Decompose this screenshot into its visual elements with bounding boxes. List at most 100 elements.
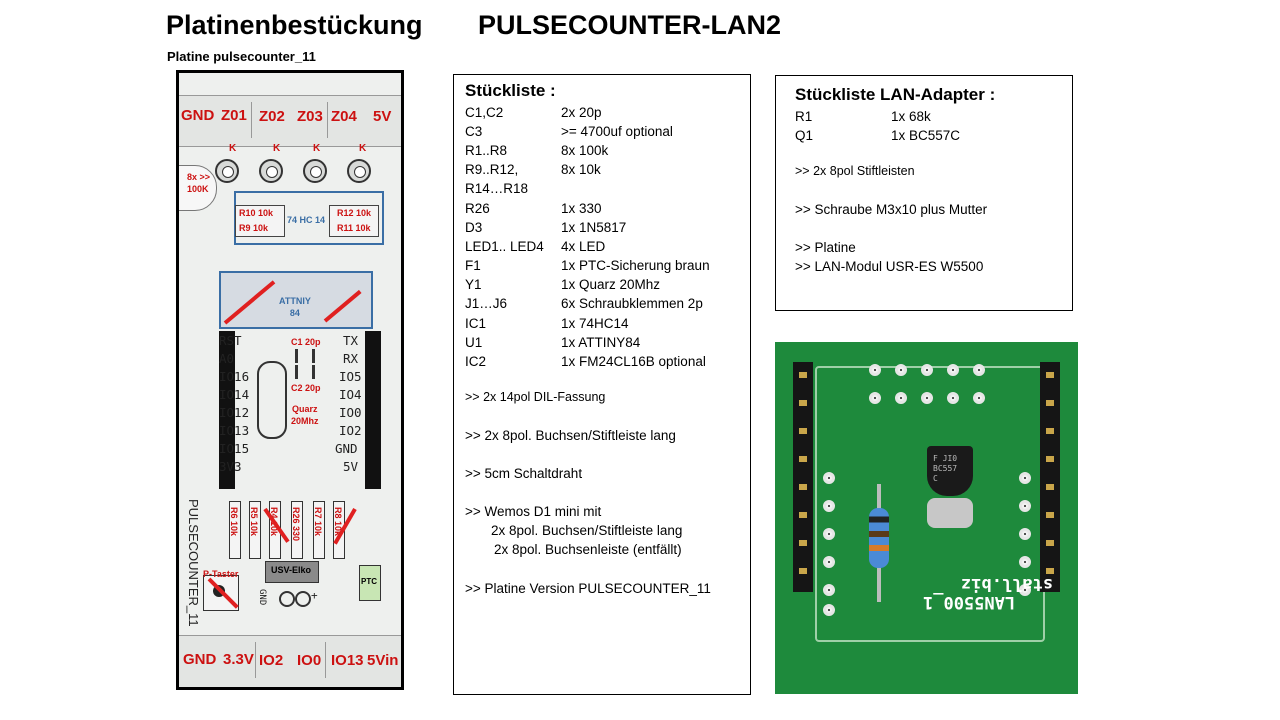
wemos-header-left — [219, 331, 235, 489]
wemos-pin-label: IO16 — [219, 369, 250, 384]
terminal-label: Z02 — [259, 108, 285, 125]
terminal-label: GND — [183, 651, 217, 668]
silkscreen-name: stall.biz — [961, 574, 1054, 594]
parts-note: 2x 8pol. Buchsen/Stiftleiste lang — [491, 523, 683, 538]
part-value: >= 4700uf optional — [561, 124, 673, 139]
resistor-label: R10 10k — [239, 208, 274, 218]
lan-note: >> 2x 8pol Stiftleisten — [795, 164, 915, 178]
led-cathode-mark: K — [313, 143, 321, 154]
resistor-label: R7 10k — [313, 507, 323, 537]
board-subtitle: Platine pulsecounter_11 — [167, 49, 316, 64]
part-ref: U1 — [465, 335, 483, 350]
part-ref: J1…J6 — [465, 296, 508, 311]
led-cathode-mark: K — [359, 143, 367, 154]
ptc-box — [359, 565, 381, 601]
part-value: 1x PTC-Sicherung braun — [561, 258, 710, 273]
resistor-array-note: 8x >> 100K — [187, 172, 211, 194]
wemos-pin-label: IO13 — [219, 423, 250, 438]
led-icon — [215, 159, 239, 183]
top-terminal-block — [179, 95, 401, 147]
terminal-label: GND — [181, 107, 215, 124]
lan-adapter-list-title: Stückliste LAN-Adapter : — [795, 85, 996, 104]
part-ref: C1,C2 — [465, 105, 504, 120]
capacitor-icon — [295, 349, 315, 363]
gnd-mark: GND — [257, 589, 267, 606]
part-ref: IC1 — [465, 316, 487, 331]
part-ref: R14…R18 — [465, 181, 529, 196]
product-title: PULSECOUNTER-LAN2 — [478, 10, 782, 40]
ptaster-label: P-Taster — [203, 569, 239, 579]
resistor-label: R26 330 — [291, 507, 301, 542]
wemos-pin-label: GND — [335, 441, 358, 456]
page-title: Platinenbestückung — [166, 10, 423, 40]
part-ref: Y1 — [465, 277, 482, 292]
terminal-label: 5Vin — [367, 652, 399, 669]
part-value: 1x BC557C — [891, 128, 961, 143]
part-ref: D3 — [465, 220, 483, 235]
c1-label: C1 20p — [291, 337, 321, 347]
solder-joints — [927, 498, 973, 528]
part-value: 4x LED — [561, 239, 606, 254]
wemos-pin-label: IO2 — [339, 423, 362, 438]
bottom-terminal-block — [179, 635, 401, 687]
led-icon — [259, 159, 283, 183]
plus-mark: + — [311, 589, 318, 602]
terminal-label: 3.3V — [223, 651, 254, 668]
lan-note: >> LAN-Modul USR-ES W5500 — [795, 259, 984, 274]
parts-note: 2x 8pol. Buchsenleiste (entfällt) — [494, 542, 682, 557]
resistor-label: R11 10k — [337, 223, 371, 233]
wemos-pin-label: TX — [343, 333, 359, 348]
wemos-pin-label: RX — [343, 351, 359, 366]
parts-list-box: Stückliste : C1,C2 2x 20p C3 >= 4700uf o… — [453, 74, 751, 695]
wemos-pin-label: IO0 — [339, 405, 362, 420]
part-ref: F1 — [465, 258, 481, 273]
lan-note: >> Platine — [795, 240, 856, 255]
part-value: 1x 1N5817 — [561, 220, 627, 235]
parts-list-title: Stückliste : — [465, 81, 556, 100]
part-value: 8x 10k — [561, 162, 601, 177]
part-value: 1x 74HC14 — [561, 316, 629, 331]
part-ref: R9..R12, — [465, 162, 519, 177]
resistor-icon — [229, 501, 241, 559]
led-icon — [347, 159, 371, 183]
led-cathode-mark: K — [229, 143, 237, 154]
part-value: 6x Schraubklemmen 2p — [561, 296, 703, 311]
terminal-label: Z01 — [221, 107, 247, 124]
resistor-icon — [313, 501, 325, 559]
part-ref: IC2 — [465, 354, 487, 369]
terminal-label: IO13 — [331, 652, 364, 669]
resistor-pair — [329, 205, 379, 237]
silkscreen-model: LAN5500_1 — [923, 592, 1016, 612]
resistor-label: R9 10k — [239, 223, 269, 233]
resistor-icon — [249, 501, 261, 559]
pin-header-left — [793, 362, 813, 592]
part-value: 1x Quarz 20Mhz — [561, 277, 661, 292]
parts-note: >> Platine Version PULSECOUNTER_11 — [465, 581, 711, 596]
terminal-label: IO0 — [297, 652, 322, 669]
terminal-label: Z04 — [331, 108, 357, 125]
terminal-label: IO2 — [259, 652, 284, 669]
parts-note: >> Wemos D1 mini mit — [465, 504, 602, 519]
part-value: 1x 68k — [891, 109, 931, 124]
wemos-pin-label: IO12 — [219, 405, 250, 420]
wemos-pin-label: 5V — [343, 459, 359, 474]
led-cathode-mark: K — [273, 143, 281, 154]
transistor-q1 — [927, 446, 973, 496]
ic2-label: ATTNIY 84 — [279, 296, 311, 318]
pin-header-right — [1040, 362, 1060, 592]
parts-note: >> 2x 8pol. Buchsen/Stiftleiste lang — [465, 428, 676, 443]
wemos-pin-label: IO15 — [219, 441, 250, 456]
resistor-label: R12 10k — [337, 208, 372, 218]
crystal-icon — [257, 361, 287, 439]
wemos-pin-label: 3V3 — [219, 459, 242, 474]
c2-label: C2 20p — [291, 383, 321, 393]
led-icon — [303, 159, 327, 183]
elko-pad — [295, 591, 311, 607]
part-value: 8x 100k — [561, 143, 609, 158]
part-ref: R1..R8 — [465, 143, 508, 158]
wemos-pin-label: A0 — [219, 351, 235, 366]
elko-pad — [279, 591, 295, 607]
part-value: 1x ATTINY84 — [561, 335, 641, 350]
part-value: 1x FM24CL16B optional — [561, 354, 706, 369]
usv-elko-box — [265, 561, 319, 583]
